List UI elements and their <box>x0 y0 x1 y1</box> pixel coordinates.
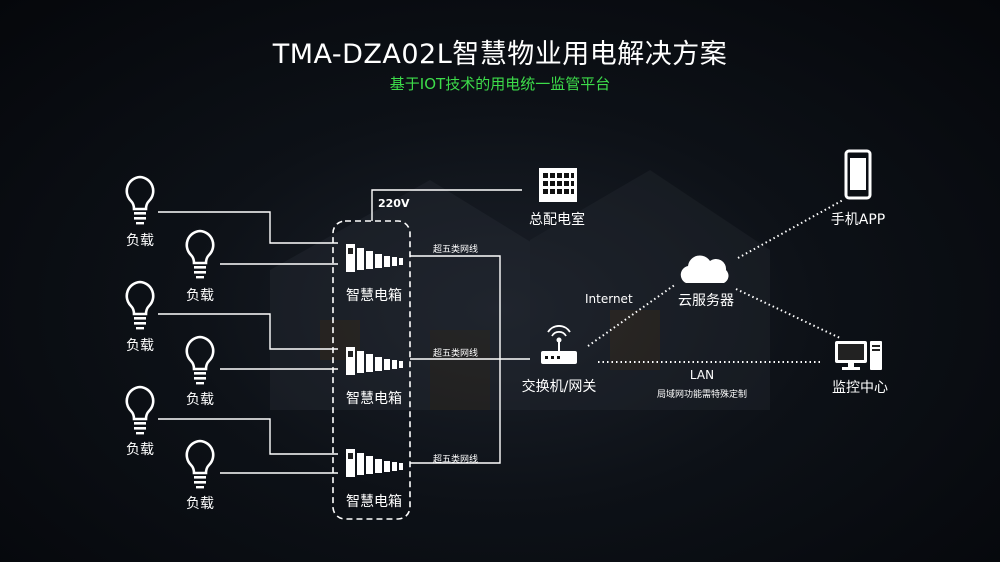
switch-gateway-icon <box>541 325 577 364</box>
load-label-6: 负载 <box>186 496 214 512</box>
internet-label: Internet <box>585 292 633 306</box>
voltage-label: 220V <box>378 197 410 210</box>
cloud-server-label: 云服务器 <box>678 293 734 309</box>
smart-box-icon-1 <box>346 244 403 272</box>
house-silhouette-background <box>270 170 770 410</box>
monitor-center-icon <box>835 341 882 370</box>
smart-box-icon-2 <box>346 347 403 375</box>
distribution-room-icon <box>539 168 577 202</box>
power-220v-line <box>371 189 522 221</box>
load-bulb-icon-5 <box>125 385 155 436</box>
smart-box-label-1: 智慧电箱 <box>346 288 402 304</box>
cable-label-1: 超五类网线 <box>433 245 479 255</box>
load-label-3: 负载 <box>126 338 154 354</box>
load-bulb-icon-6 <box>185 439 215 490</box>
smart-box-label-2: 智慧电箱 <box>346 391 402 407</box>
smart-box-label-3: 智慧电箱 <box>346 494 402 510</box>
network-links <box>587 199 844 363</box>
load-bulb-icon-1 <box>125 175 155 226</box>
cable-label-3: 超五类网线 <box>433 455 479 465</box>
load-label-1: 负载 <box>126 233 154 249</box>
mobile-app-label: 手机APP <box>830 212 886 228</box>
lan-note: 局域网功能需特殊定制 <box>656 390 748 400</box>
load-label-5: 负载 <box>126 442 154 458</box>
load-label-2: 负载 <box>186 288 214 304</box>
smart-box-group-outline <box>332 220 411 520</box>
load-wires <box>158 211 338 474</box>
monitor-center-label: 监控中心 <box>832 380 888 396</box>
cable-label-2: 超五类网线 <box>433 349 479 359</box>
page-subtitle: 基于IOT技术的用电统一监管平台 <box>389 75 611 93</box>
cat5-cables <box>410 255 530 464</box>
lan-label: LAN <box>689 368 715 382</box>
load-bulb-icon-4 <box>185 335 215 386</box>
distribution-room-label: 总配电室 <box>529 212 585 228</box>
mobile-phone-icon <box>844 149 872 200</box>
cloud-server-icon <box>680 255 729 283</box>
load-label-4: 负载 <box>186 392 214 408</box>
page-title: TMA-DZA02L智慧物业用电解决方案 <box>272 39 728 70</box>
smart-box-icon-3 <box>346 449 403 477</box>
switch-gateway-label: 交换机/网关 <box>521 379 597 395</box>
load-bulb-icon-3 <box>125 280 155 331</box>
load-bulb-icon-2 <box>185 229 215 280</box>
